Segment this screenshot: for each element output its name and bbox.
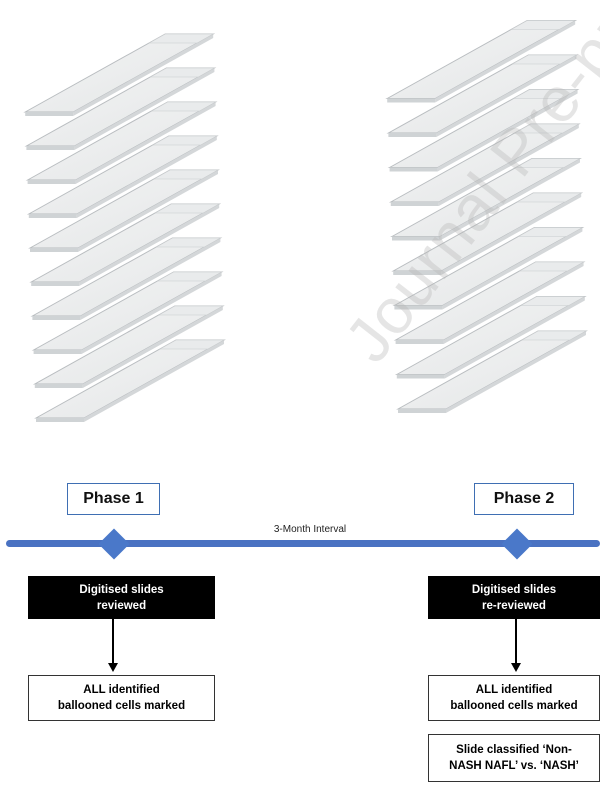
phase2-label: Phase 2 — [474, 483, 574, 515]
interval-label: 3-Month Interval — [273, 524, 347, 535]
phase2-result-line2: ballooned cells marked — [450, 700, 578, 712]
timeline-bar — [6, 540, 600, 547]
phase1-step-line1: Digitised slides — [79, 583, 164, 596]
phase2-result-box: ALL identified ballooned cells marked — [428, 675, 600, 721]
slide-stack-phase1 — [24, 33, 225, 423]
phase2-class-line1: Slide classified ‘Non- — [456, 744, 572, 756]
phase1-arrow-head — [108, 663, 118, 672]
phase2-step-line2: re-reviewed — [482, 599, 546, 612]
phase1-result-box: ALL identified ballooned cells marked — [28, 675, 215, 721]
phase2-arrow-line — [515, 619, 517, 663]
phase1-step-line2: reviewed — [96, 599, 147, 612]
phase1-arrow-line — [112, 619, 114, 663]
phase1-result-line2: ballooned cells marked — [57, 700, 186, 712]
phase2-arrow-head — [511, 663, 521, 672]
phase1-step-box: Digitised slides reviewed — [28, 576, 215, 619]
phase2-classification-box: Slide classified ‘Non- NASH NAFL’ vs. ‘N… — [428, 734, 600, 782]
phase2-class-line2: NASH NAFL’ vs. ‘NASH’ — [449, 760, 579, 772]
phase2-result-line1: ALL identified — [475, 684, 553, 696]
phase1-result-line1: ALL identified — [83, 684, 160, 696]
phase2-step-box: Digitised slides re-reviewed — [428, 576, 600, 619]
phase2-step-line1: Digitised slides — [471, 583, 557, 596]
phase1-label: Phase 1 — [67, 483, 160, 515]
